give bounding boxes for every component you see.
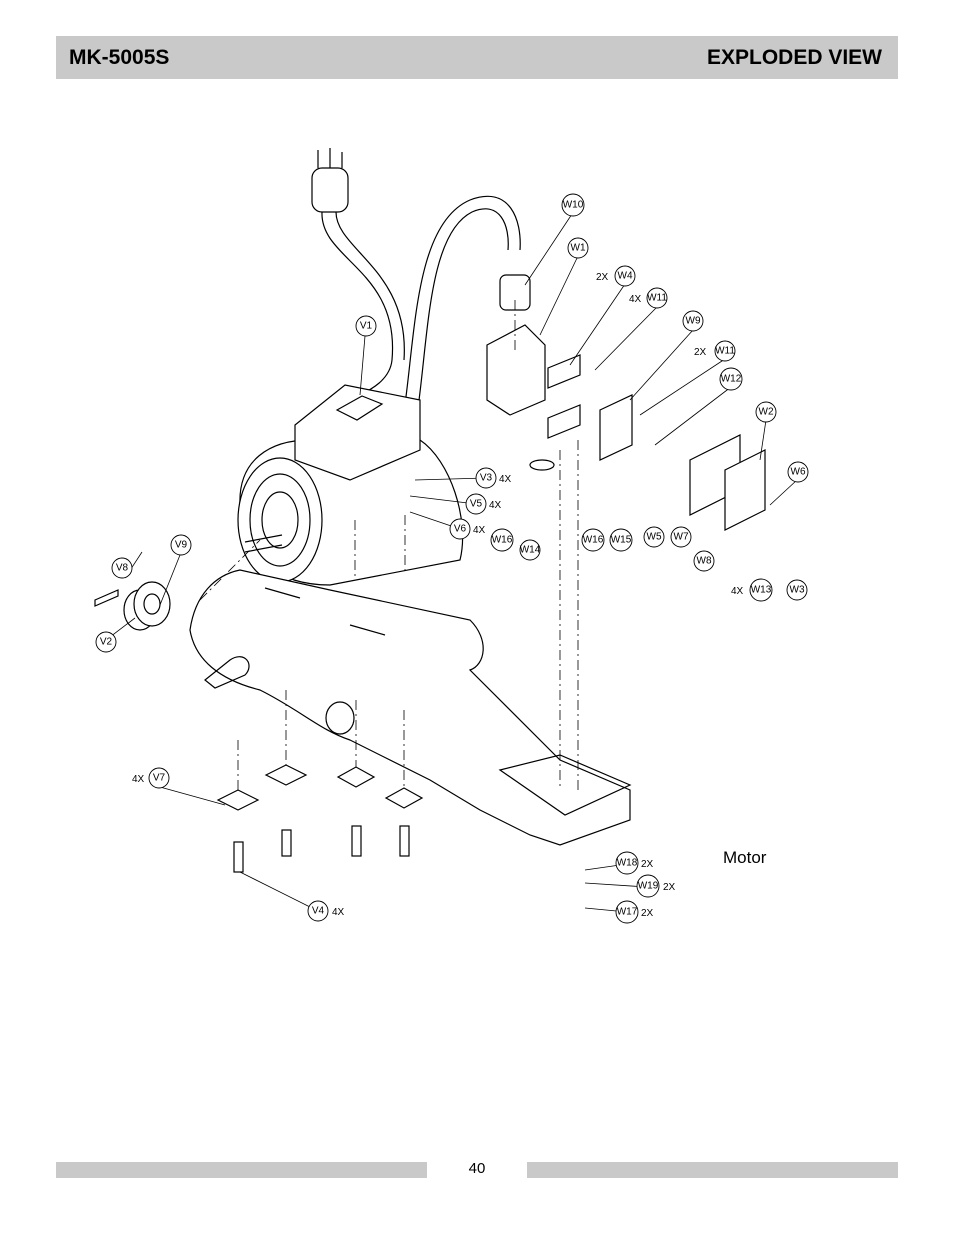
callout-w10: W10 bbox=[563, 200, 584, 211]
callout-w4: W4 bbox=[618, 271, 633, 282]
qty-w18: 2X bbox=[641, 859, 654, 870]
callout-w11b: W11 bbox=[715, 346, 735, 357]
callout-v9: V9 bbox=[175, 540, 188, 551]
callout-w14: W14 bbox=[520, 545, 541, 556]
pulley bbox=[94, 581, 171, 631]
qty-w11b: 2X bbox=[694, 347, 707, 358]
model-number: MK-5005S bbox=[69, 46, 170, 69]
callout-v8: V8 bbox=[116, 563, 129, 574]
footer-bar-right bbox=[527, 1162, 898, 1178]
callout-w7: W7 bbox=[674, 532, 689, 543]
callout-w6: W6 bbox=[791, 467, 806, 478]
callout-w16b: W16 bbox=[583, 535, 604, 546]
callout-v1: V1 bbox=[360, 321, 373, 332]
qty-w11a: 4X bbox=[629, 294, 642, 305]
callout-w8: W8 bbox=[697, 556, 712, 567]
mounting-pads bbox=[216, 764, 424, 873]
callout-w15: W15 bbox=[611, 535, 632, 546]
header-bar: MK-5005S EXPLODED VIEW bbox=[56, 36, 898, 79]
callout-w5: W5 bbox=[647, 532, 662, 543]
page-number: 40 bbox=[468, 1160, 486, 1177]
qty-v6: 4X bbox=[473, 525, 486, 536]
callout-w19: W19 bbox=[638, 881, 659, 892]
section-title: EXPLODED VIEW bbox=[706, 46, 882, 69]
callout-w17: W17 bbox=[617, 907, 638, 918]
callout-w18: W18 bbox=[617, 858, 638, 869]
callout-w11a: W11 bbox=[647, 293, 667, 304]
callout-v4: V4 bbox=[312, 906, 325, 917]
callout-v2: V2 bbox=[100, 637, 113, 648]
junction-box bbox=[486, 274, 766, 531]
callout-v3: V3 bbox=[480, 473, 493, 484]
callout-v5: V5 bbox=[470, 499, 483, 510]
qty-w19: 2X bbox=[663, 882, 676, 893]
qty-w17: 2X bbox=[641, 908, 654, 919]
qty-v3: 4X bbox=[499, 474, 512, 485]
motor bbox=[237, 384, 464, 586]
callout-v6: V6 bbox=[454, 524, 467, 535]
callout-w1: W1 bbox=[571, 243, 586, 254]
callout-w13: W13 bbox=[751, 585, 772, 596]
qty-v5: 4X bbox=[489, 500, 502, 511]
callout-v7: V7 bbox=[153, 773, 166, 784]
qty-v7: 4X bbox=[132, 774, 145, 785]
callout-w2: W2 bbox=[759, 407, 774, 418]
callout-w3: W3 bbox=[790, 585, 805, 596]
qty-w4: 2X bbox=[596, 272, 609, 283]
callout-w9: W9 bbox=[686, 316, 701, 327]
motor-base bbox=[189, 569, 632, 846]
qty-v4: 4X bbox=[332, 907, 345, 918]
callout-w12: W12 bbox=[721, 374, 742, 385]
power-plug bbox=[311, 148, 405, 396]
callout-w16a: W16 bbox=[492, 535, 513, 546]
footer-bar-left bbox=[56, 1162, 427, 1178]
qty-w13: 4X bbox=[731, 586, 744, 597]
diagram-caption: Motor bbox=[723, 848, 767, 867]
